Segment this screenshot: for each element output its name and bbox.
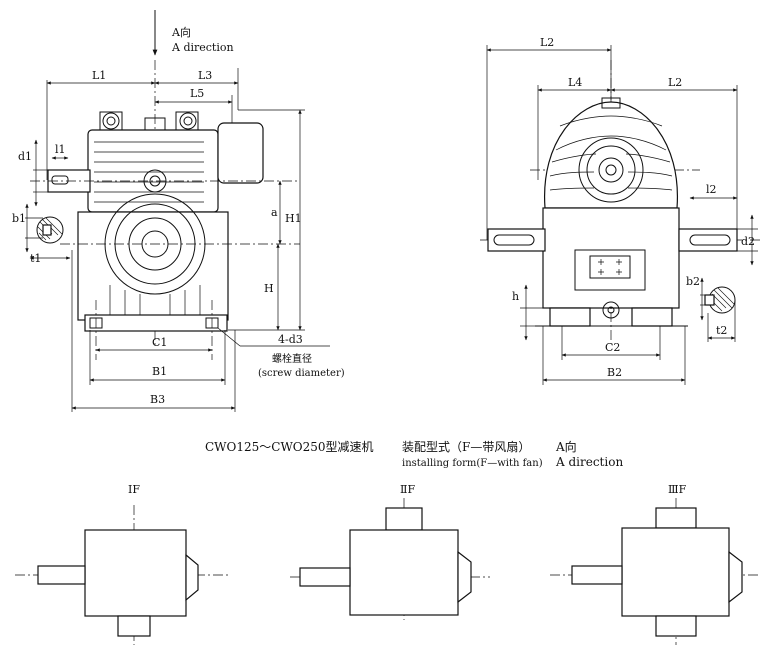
dim-L1: L1 (92, 69, 106, 82)
dim-d1: d1 (18, 150, 32, 163)
dim-l1: l1 (55, 143, 66, 156)
direction-en: A direction (171, 41, 234, 54)
dim-L3: L3 (198, 69, 212, 82)
dim-d2: d2 (741, 235, 755, 248)
dim-B3: B3 (150, 393, 165, 406)
dim-L5: L5 (190, 87, 204, 100)
dim-H1: H1 (285, 212, 302, 225)
side-view: A向 A direction L1 L3 L5 d (12, 10, 345, 412)
dim-b1: b1 (12, 212, 26, 225)
caption-form-cn: 装配型式（F—带风扇） (402, 439, 530, 454)
dim-L2: L2 (668, 76, 682, 89)
dim-B2: B2 (607, 366, 622, 379)
dim-h: h (512, 290, 519, 303)
dim-C2: C2 (605, 341, 620, 354)
install-form-3: ⅢF (550, 483, 760, 645)
dim-L2-top: L2 (540, 36, 554, 49)
dim-L4: L4 (568, 76, 582, 89)
dim-C1: C1 (152, 336, 167, 349)
caption-model: CWO125～CWO250型减速机 (205, 440, 374, 454)
caption-form-en: installing form(F—with fan) (402, 458, 543, 469)
install-form-1: ⅠF (15, 483, 230, 645)
install-form-2: ⅡF (290, 483, 490, 620)
front-view: L2 L4 L2 (480, 36, 760, 385)
caption: CWO125～CWO250型减速机 装配型式（F—带风扇） installing… (205, 439, 623, 469)
bolt-note-en: (screw diameter) (258, 368, 345, 379)
caption-dir-en: A direction (555, 455, 623, 469)
caption-dir-cn: A向 (555, 439, 577, 454)
form-label: ⅡF (400, 483, 415, 496)
dim-d3: 4-d3 (278, 333, 303, 346)
dim-a: a (271, 206, 278, 219)
bolt-note-cn: 螺栓直径 (272, 352, 312, 365)
dim-t2: t2 (716, 324, 727, 337)
dim-t1: t1 (30, 252, 41, 265)
dim-H: H (264, 282, 274, 295)
form-label: ⅢF (668, 483, 687, 496)
dim-b2: b2 (686, 275, 700, 288)
dim-B1: B1 (152, 365, 167, 378)
direction-cn: A向 (171, 25, 191, 39)
dim-l2: l2 (706, 183, 717, 196)
form-label: ⅠF (128, 483, 140, 496)
